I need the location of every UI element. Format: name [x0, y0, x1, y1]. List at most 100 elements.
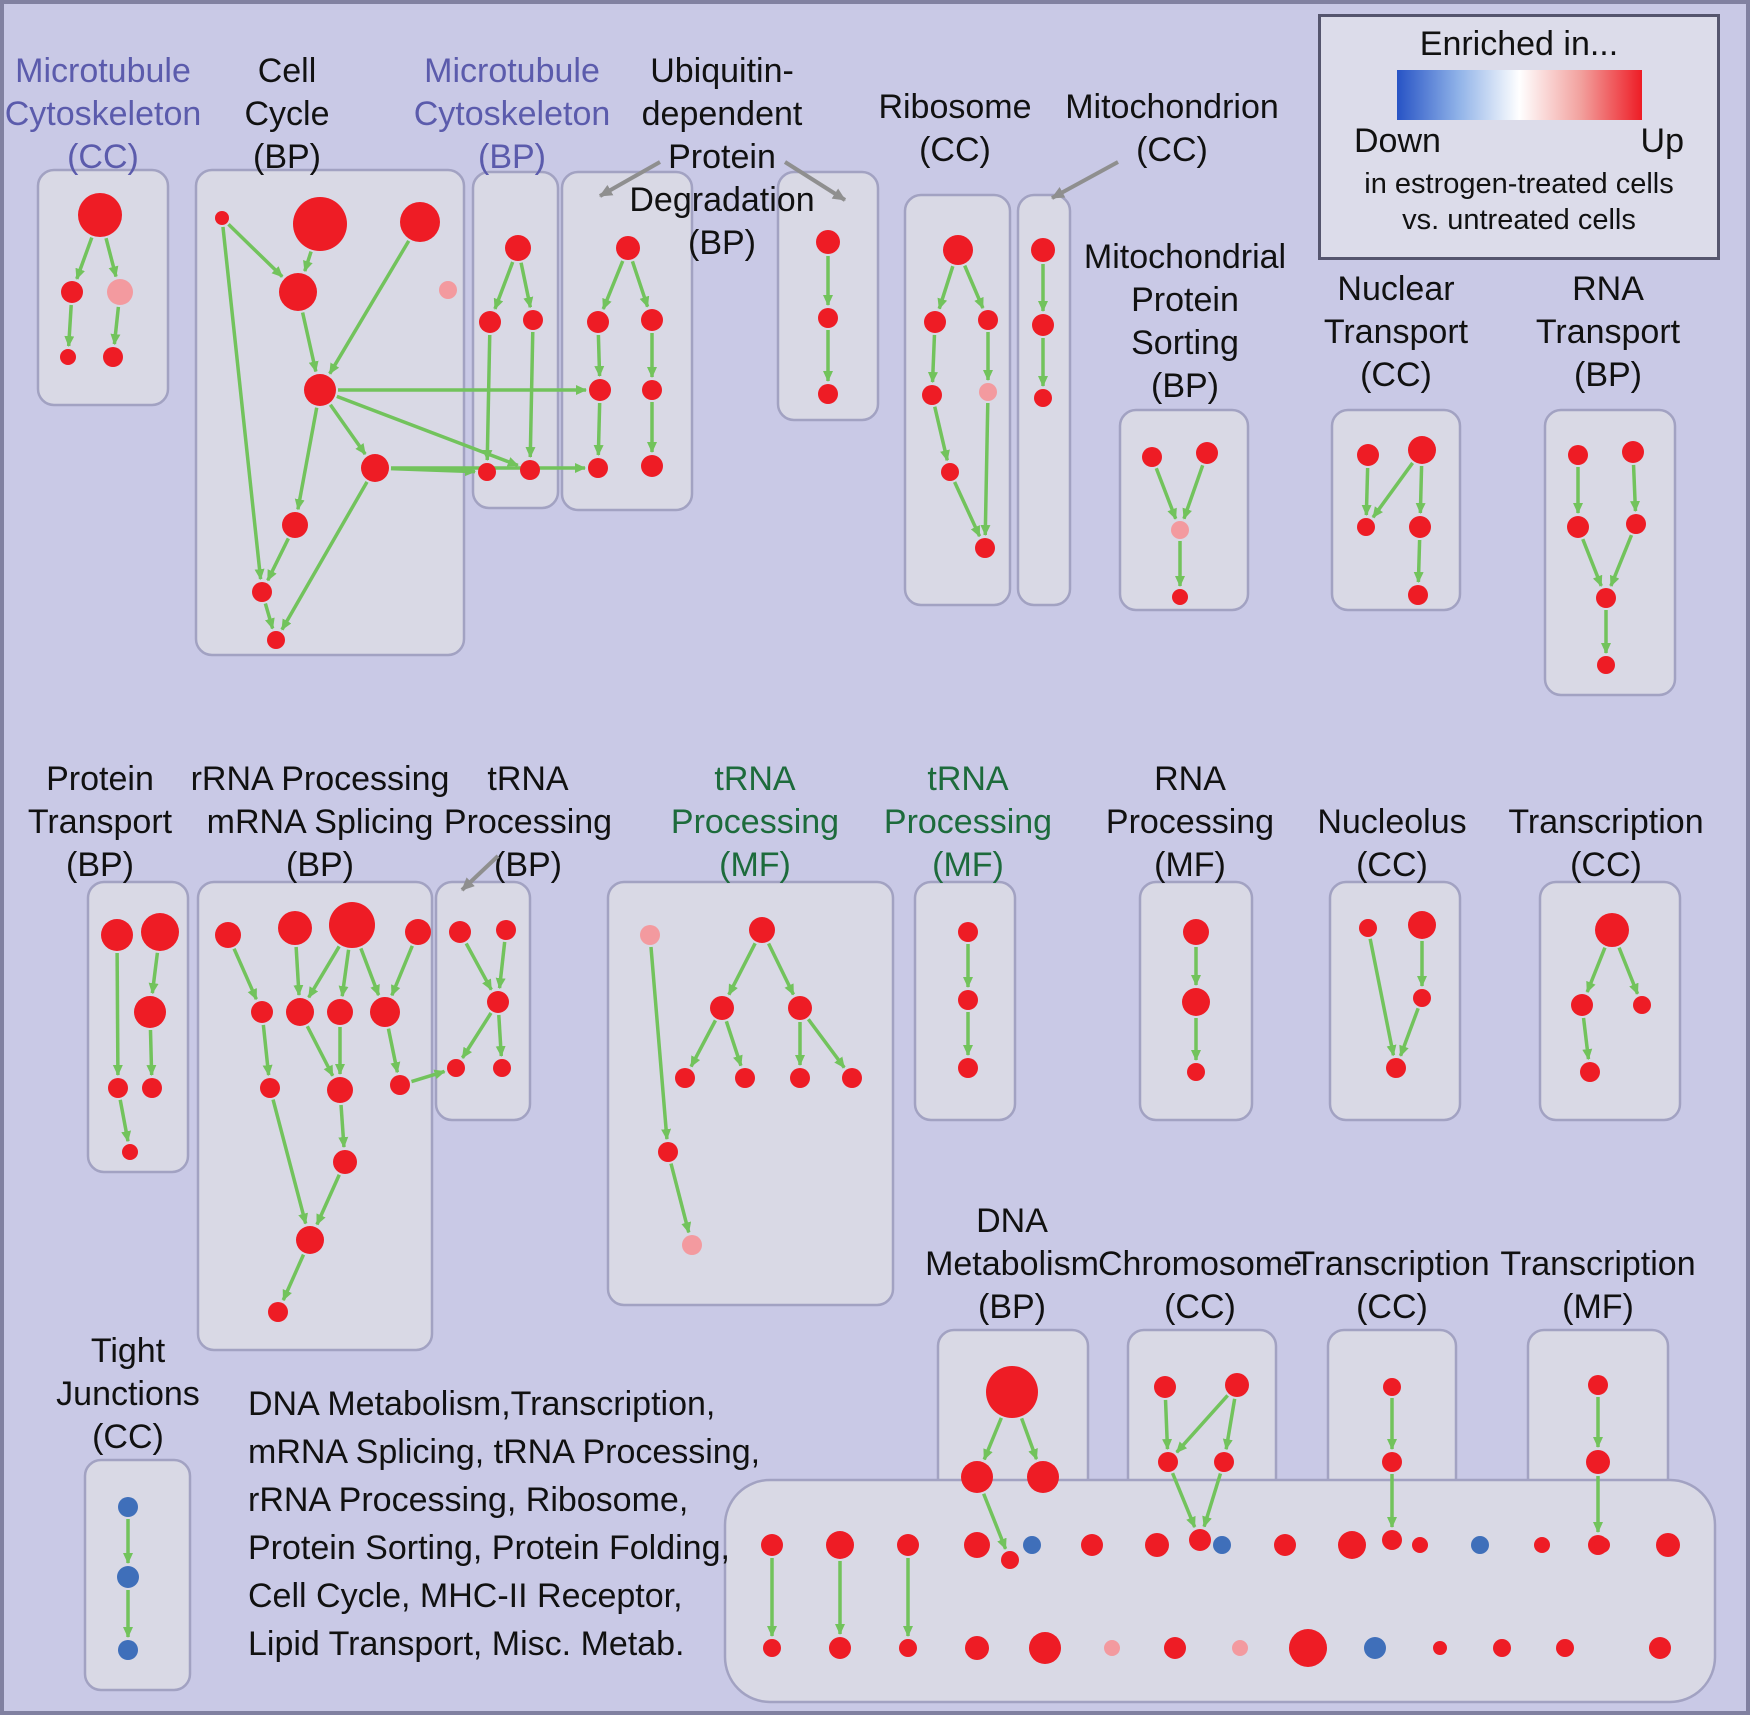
go-term-node — [1382, 1452, 1402, 1472]
label-line: (MF) — [932, 846, 1004, 884]
edges-layer — [64, 223, 1641, 1638]
go-term-node — [251, 1001, 273, 1023]
go-term-node — [1196, 442, 1218, 464]
group-label-transcription-cc-mid: Transcription (CC) — [1508, 803, 1703, 884]
edge-arrow — [460, 1012, 493, 1059]
label-line: Sorting — [1131, 324, 1239, 362]
edge-arrow — [336, 394, 519, 468]
go-term-node — [761, 1534, 783, 1556]
label-line: Nucleolus — [1317, 803, 1466, 841]
go-term-node — [1214, 1452, 1234, 1472]
enrichment-gradient-bar — [1396, 70, 1642, 120]
edge-arrow — [293, 946, 304, 997]
go-term-node — [818, 308, 838, 328]
go-term-node — [965, 1636, 989, 1660]
go-term-node — [979, 383, 997, 401]
go-term-node — [1357, 444, 1379, 466]
edge-arrow — [464, 942, 493, 991]
edge-arrow — [724, 1020, 743, 1067]
edge-arrow — [727, 942, 757, 996]
edge-arrow — [294, 407, 319, 511]
label-line: (CC) — [1356, 1288, 1428, 1326]
go-term-node — [922, 385, 942, 405]
edge-arrow — [227, 223, 284, 278]
pointer-arrows-layer — [460, 160, 1119, 892]
go-term-node — [941, 463, 959, 481]
go-term-node — [1357, 518, 1375, 536]
go-term-node — [1493, 1639, 1511, 1657]
group-box-trna-mf-large — [606, 880, 895, 1307]
go-term-node — [958, 922, 978, 942]
label-line: Transport — [1324, 313, 1469, 351]
edge-arrow — [482, 334, 493, 462]
go-term-node — [1364, 1637, 1386, 1659]
go-term-node — [327, 999, 353, 1025]
go-term-node — [641, 309, 663, 331]
go-term-node — [1164, 1637, 1186, 1659]
edge-arrow — [1222, 1398, 1237, 1451]
edge-arrow — [281, 1253, 306, 1302]
label-line: (CC) — [1136, 131, 1208, 169]
group-box-ribosome — [903, 193, 1012, 607]
edge-arrow — [1630, 464, 1641, 513]
go-term-node — [1183, 919, 1209, 945]
go-term-node — [958, 990, 978, 1010]
label-line: DNA — [976, 1202, 1048, 1240]
go-term-node — [278, 911, 312, 945]
edge-arrow — [1162, 1399, 1173, 1451]
edge-arrow — [982, 1417, 1003, 1461]
go-term-node — [1622, 441, 1644, 463]
edge-arrow — [307, 945, 341, 999]
label-line: Transcription — [1508, 803, 1703, 841]
label-line: (MF) — [1154, 846, 1226, 884]
label-line: (BP) — [286, 846, 354, 884]
go-term-node — [818, 384, 838, 404]
edge-arrow — [1368, 938, 1397, 1057]
go-term-node — [826, 1531, 854, 1559]
go-term-node — [1568, 445, 1588, 465]
go-term-node — [1172, 589, 1188, 605]
group-label-transcription-cc-bot: Transcription(CC) — [1294, 1245, 1489, 1326]
group-label-mitochondrion: Mitochondrion(CC) — [1065, 88, 1279, 169]
edge-arrow — [328, 403, 367, 456]
go-term-node — [816, 230, 840, 254]
label-line: (BP) — [478, 138, 546, 176]
edge-arrow — [410, 1069, 446, 1084]
label-line: Degradation — [629, 181, 814, 219]
go-term-node — [1029, 1632, 1061, 1664]
go-term-node — [1534, 1537, 1550, 1553]
edge-arrow — [963, 264, 985, 309]
go-term-node — [1597, 656, 1615, 674]
go-term-node — [215, 922, 241, 948]
go-term-node — [279, 273, 317, 311]
group-box-rrna-mrna-splicing — [196, 880, 434, 1352]
go-term-node — [1567, 516, 1589, 538]
go-term-node — [1649, 1637, 1671, 1659]
go-term-node — [1338, 1531, 1366, 1559]
edge-arrow — [305, 1025, 335, 1077]
go-term-node — [1232, 1640, 1248, 1656]
label-line: Lipid Transport, Misc. Metab. — [248, 1625, 685, 1663]
go-term-node — [986, 1366, 1038, 1418]
go-term-node — [370, 997, 400, 1027]
edge-arrow — [1371, 461, 1415, 519]
group-box-misc — [723, 1478, 1717, 1704]
go-term-node — [587, 311, 609, 333]
go-term-node — [1154, 1376, 1176, 1398]
go-term-node — [493, 1059, 511, 1077]
label-line: Mitochondrial — [1084, 238, 1286, 276]
edge-arrow — [280, 480, 369, 631]
label-line: (CC) — [1570, 846, 1642, 884]
edge-arrow — [630, 260, 650, 308]
go-term-node — [101, 919, 133, 951]
edge-arrow — [594, 334, 605, 378]
go-term-node — [1571, 994, 1593, 1016]
edge-arrow — [390, 466, 477, 477]
edge-arrow — [495, 941, 507, 990]
go-term-node — [329, 902, 375, 948]
go-term-node — [589, 379, 611, 401]
